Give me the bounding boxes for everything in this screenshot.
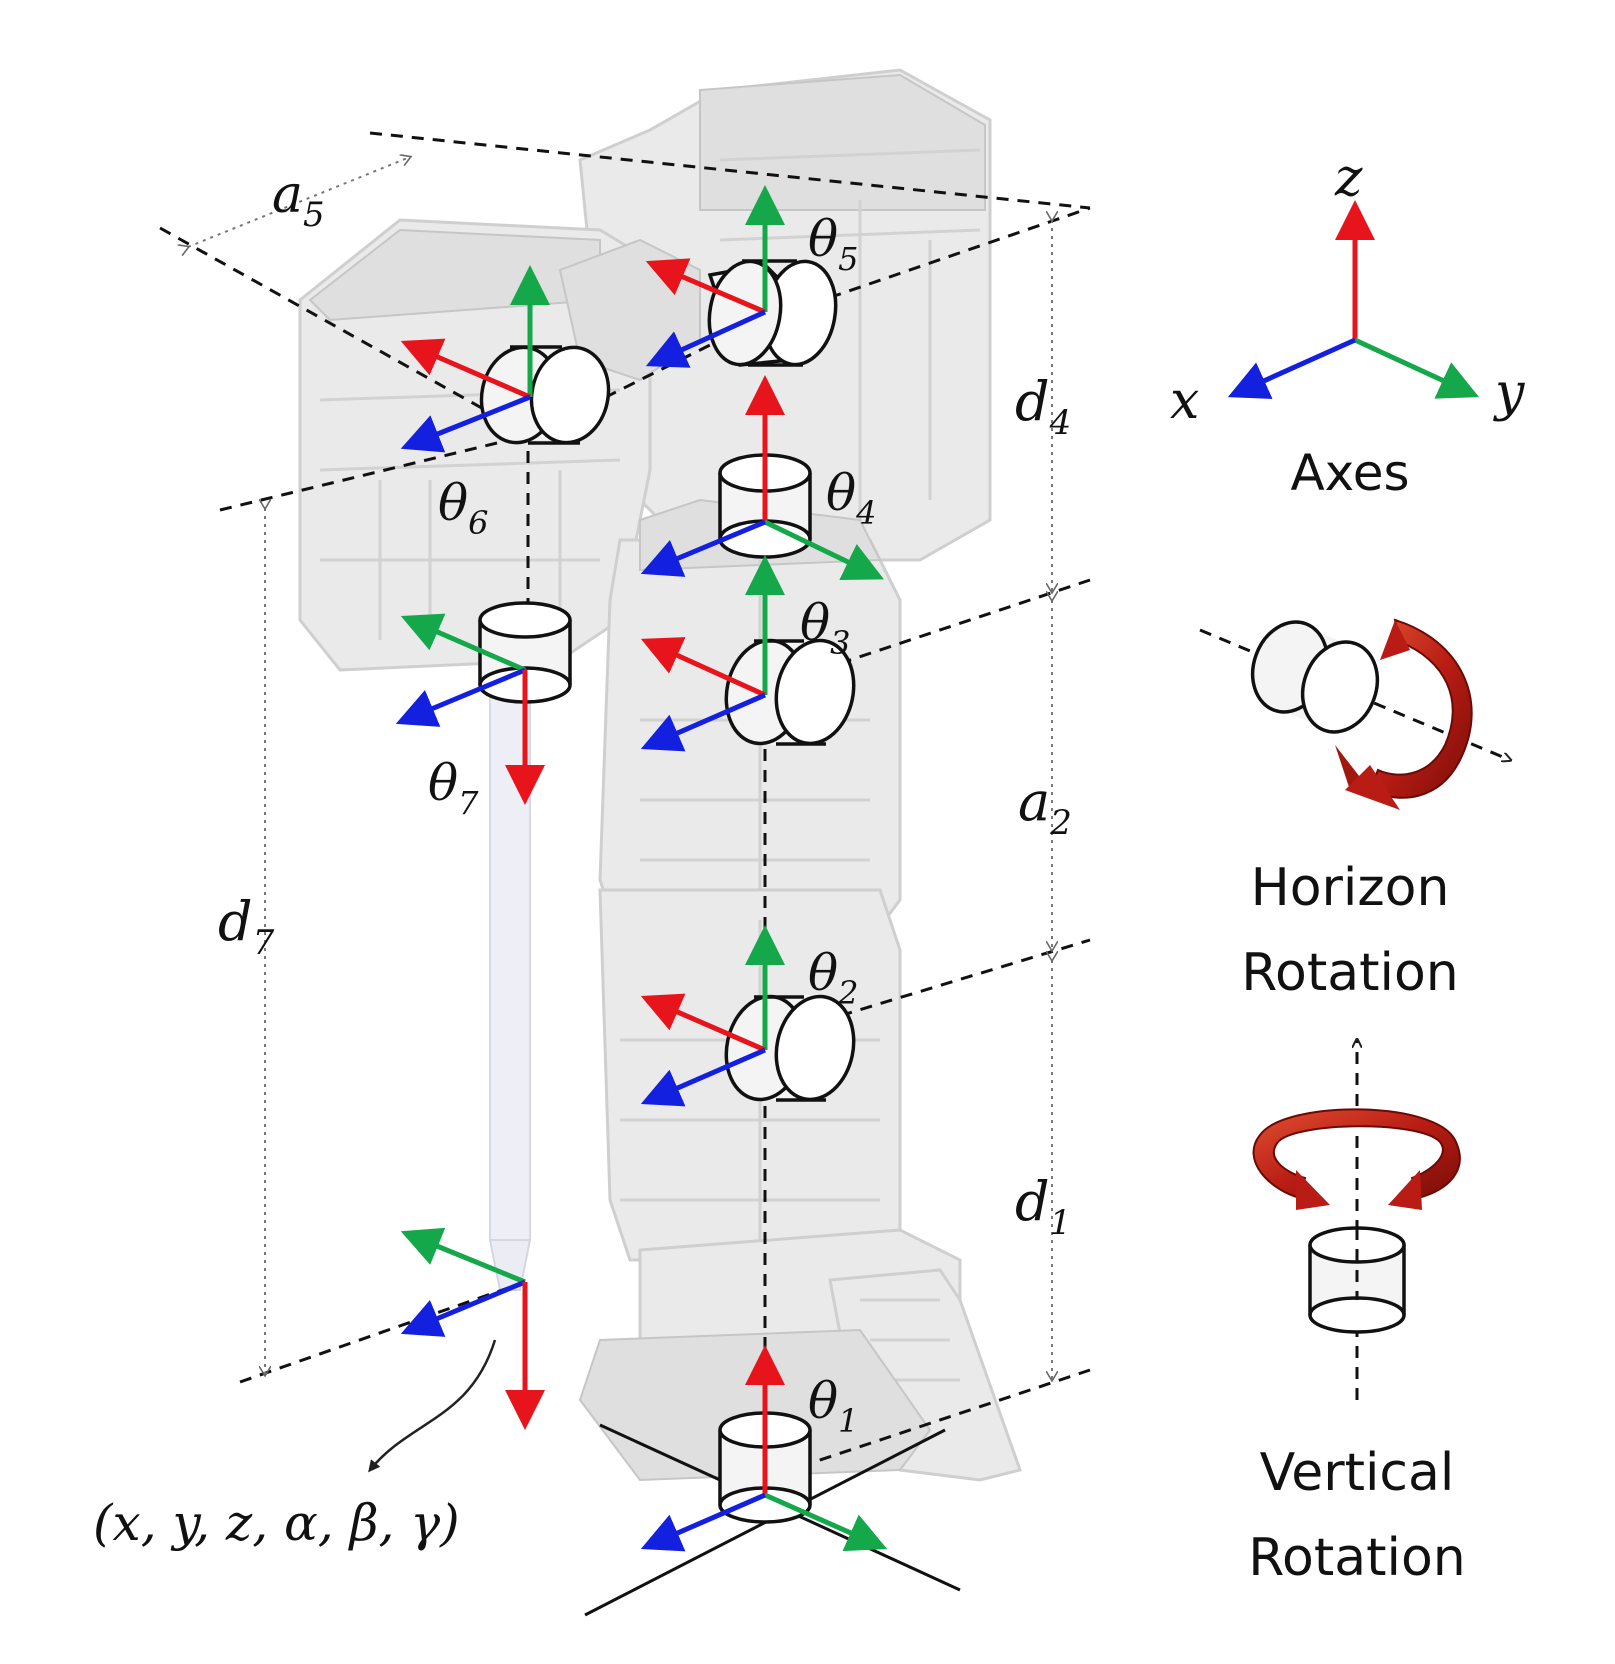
horizontal-joint-cylinder-icon	[1250, 620, 1380, 734]
frame-theta6	[400, 265, 550, 453]
vertical-rotation-line2: Rotation	[1248, 1528, 1465, 1588]
horizon-rotation-line2: Rotation	[1241, 943, 1458, 1003]
joint-theta4-cylinder-icon	[718, 453, 812, 559]
label-theta7: θ7	[428, 754, 479, 822]
label-a2: a2	[1018, 770, 1072, 843]
frame-theta5	[645, 185, 785, 368]
joint-theta3-cylinder-icon	[724, 638, 856, 746]
label-theta2: θ2	[808, 944, 858, 1012]
axis-y-label: y	[1493, 363, 1525, 423]
coordinate-frame-icon	[1227, 200, 1480, 399]
svg-text:d7: d7	[218, 890, 275, 963]
label-theta3: θ3	[800, 594, 850, 662]
label-d4: d4	[1015, 370, 1071, 443]
svg-text:θ5: θ5	[808, 210, 858, 278]
label-theta1: θ1	[808, 1372, 858, 1440]
legend-horizon-rotation: Horizon Rotation	[1199, 618, 1510, 1003]
axes-caption: Axes	[1290, 444, 1409, 502]
frame-theta7	[395, 613, 545, 805]
label-a5: a5	[272, 165, 325, 235]
legend-axes: z x y Axes	[1170, 148, 1525, 502]
svg-text:θ2: θ2	[808, 944, 858, 1012]
label-theta5: θ5	[808, 210, 858, 278]
svg-text:θ7: θ7	[428, 754, 479, 822]
vertical-rotation-line1: Vertical	[1260, 1443, 1455, 1503]
svg-text:θ3: θ3	[800, 594, 850, 662]
vertical-joint-cylinder-icon	[1308, 1226, 1406, 1334]
frame-end-effector	[400, 1227, 545, 1430]
horizon-rotation-line1: Horizon	[1251, 858, 1450, 918]
svg-text:d4: d4	[1015, 370, 1071, 443]
label-end-effector-pose: (x, y, z, α, β, γ)	[93, 1494, 460, 1552]
label-theta4: θ4	[826, 464, 876, 532]
svg-text:d1: d1	[1015, 1170, 1071, 1243]
frame-theta1	[640, 1345, 888, 1552]
rotation-arrow-icon	[1252, 1108, 1461, 1210]
label-d1: d1	[1015, 1170, 1071, 1243]
axis-x-label: x	[1170, 371, 1199, 431]
frame-theta4	[640, 375, 885, 580]
axis-z-label: z	[1334, 148, 1363, 208]
svg-text:θ1: θ1	[808, 1372, 858, 1440]
rotation-arrow-icon	[1335, 618, 1473, 810]
frame-theta3	[640, 555, 785, 752]
frame-theta2	[640, 925, 785, 1107]
svg-text:a5: a5	[272, 165, 325, 235]
legend-vertical-rotation: Vertical Rotation	[1248, 1040, 1466, 1588]
robot-body-silhouette	[170, 68, 1160, 1482]
svg-text:θ4: θ4	[826, 464, 876, 532]
label-d7: d7	[218, 890, 275, 963]
label-theta6: θ6	[438, 474, 488, 542]
svg-text:θ6: θ6	[438, 474, 488, 542]
svg-text:a2: a2	[1018, 770, 1072, 843]
